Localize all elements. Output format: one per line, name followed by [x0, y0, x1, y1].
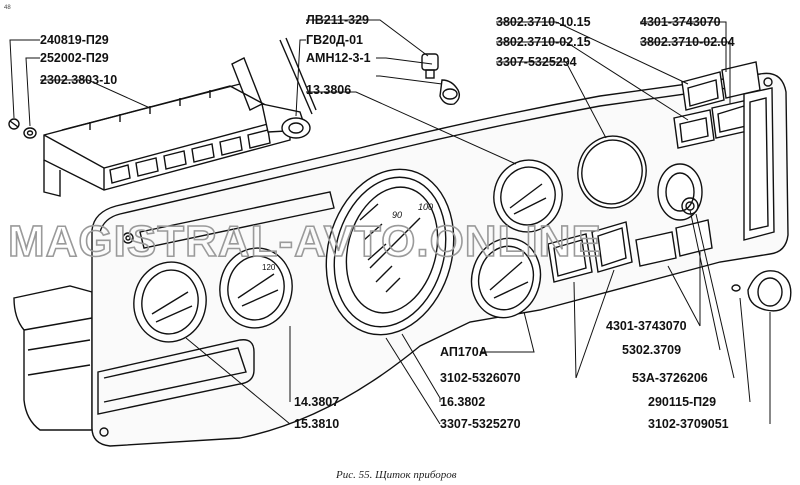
- label-240819-p29: 240819-П29: [40, 33, 109, 47]
- right-slot-panel: [743, 87, 775, 241]
- speedometer: 90 100: [325, 168, 455, 336]
- gauge-14-3807: 120: [219, 247, 293, 329]
- figure-caption: Рис. 55. Щиток приборов: [335, 469, 457, 481]
- label-3802-3710-10-15: 3802.3710-10.15: [496, 15, 591, 29]
- gauge-15-3810: [133, 261, 207, 343]
- label-3802-3710-02-04: 3802.3710-02.04: [640, 35, 735, 49]
- temp-scale: 120: [262, 263, 276, 272]
- label-252002-p29: 252002-П29: [40, 51, 109, 65]
- blank-plug: [577, 135, 647, 209]
- gauge-ap170a: [470, 237, 542, 319]
- label-13-3806: 13.3806: [306, 83, 351, 97]
- wiper-switch: [231, 37, 317, 139]
- label-ap170a: АП170А: [440, 345, 488, 359]
- switch-block: [8, 83, 291, 197]
- label-5302-3709: 5302.3709: [622, 343, 681, 357]
- label-15-3810: 15.3810: [294, 417, 339, 431]
- part-labels: 240819-П29 252002-П29 2302.3803-10 ЛВ211…: [40, 13, 735, 431]
- watermark: MAGISTRAL-AVTO.ONLINE: [8, 217, 602, 266]
- label-amn12-3-1: АМН12-3-1: [306, 51, 371, 65]
- label-4301-3743070-top: 4301-3743070: [640, 15, 721, 29]
- gauge-13-3806: [493, 159, 563, 233]
- lighter-socket: [657, 163, 703, 221]
- lamp-bulb: [421, 53, 461, 106]
- label-53a-3726206: 53А-3726206: [632, 371, 708, 385]
- leader-lines: [9, 19, 771, 425]
- label-14-3807: 14.3807: [294, 395, 339, 409]
- page-number: 48: [4, 5, 11, 11]
- speedo-scale-a: 90: [392, 210, 402, 220]
- label-3307-5325270: 3307-5325270: [440, 417, 521, 431]
- separate-knob: [731, 270, 792, 312]
- info-window: [97, 339, 255, 415]
- label-3802-3710-02-15: 3802.3710-02.15: [496, 35, 591, 49]
- label-4301-3743070-bottom: 4301-3743070: [606, 319, 687, 333]
- warning-lamps: [547, 219, 713, 283]
- rocker-switches: [673, 61, 761, 149]
- label-lv211-329: ЛВ211-329: [306, 13, 369, 27]
- label-gv20d-01: ГВ20Д-01: [306, 33, 363, 47]
- label-16-3802: 16.3802: [440, 395, 485, 409]
- speedo-scale-b: 100: [418, 202, 433, 212]
- label-3102-5326070: 3102-5326070: [440, 371, 521, 385]
- label-3307-5325294: 3307-5325294: [496, 55, 577, 69]
- label-2302-3803-10: 2302.3803-10: [40, 73, 117, 87]
- label-3102-3709051: 3102-3709051: [648, 417, 729, 431]
- switch-keys: [109, 129, 271, 184]
- screw-and-washer: [8, 118, 37, 139]
- panel-housing: [13, 285, 93, 431]
- label-290115-p29: 290115-П29: [648, 395, 716, 409]
